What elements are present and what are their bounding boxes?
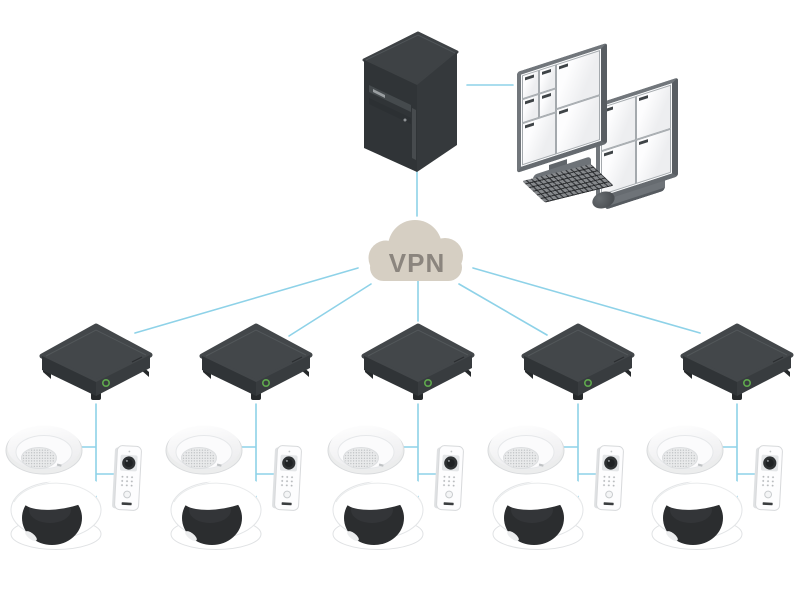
site-1-ceiling-speaker-icon xyxy=(5,425,83,475)
site-2-door-station-icon xyxy=(271,444,303,512)
server-drive-bay xyxy=(369,85,411,112)
site-4-dome-camera-icon xyxy=(492,472,587,550)
site-5-ceiling-speaker-icon xyxy=(646,425,724,475)
site-1-cluster xyxy=(5,425,143,550)
video-cell-label xyxy=(525,122,534,129)
video-cell-label xyxy=(639,139,648,146)
site-3-cluster xyxy=(327,425,465,550)
recorder-2-icon xyxy=(202,326,310,400)
video-cell-label xyxy=(541,69,551,75)
recorder-4-icon xyxy=(524,326,632,400)
edge-vpn-recorder-5 xyxy=(472,267,701,334)
video-cell-label xyxy=(558,108,568,115)
site-2-ceiling-speaker-icon xyxy=(165,425,243,475)
vpn-label: VPN xyxy=(389,248,445,278)
site-4-door-station-icon xyxy=(593,444,625,512)
edge-vpn-recorder-2 xyxy=(288,283,372,337)
site-4-ceiling-speaker-icon xyxy=(487,425,565,475)
server-power-button xyxy=(403,118,407,122)
video-cell-label xyxy=(541,92,551,99)
site-1-door-station-icon xyxy=(111,444,143,512)
video-cell xyxy=(522,112,556,166)
site-1-dome-camera-icon xyxy=(10,472,105,550)
cloud-icon xyxy=(368,220,463,281)
edge-vpn-recorder-1 xyxy=(134,267,359,334)
video-cell-label xyxy=(525,98,534,105)
vpn-cloud: VPN xyxy=(368,220,463,281)
video-cell-label xyxy=(639,95,648,102)
site-3-door-station-icon xyxy=(433,444,465,512)
site-3-dome-camera-icon xyxy=(332,472,427,550)
server-drive-bay xyxy=(369,98,411,124)
management-server-icon xyxy=(362,31,459,172)
recorder-1-icon xyxy=(42,326,150,400)
edge-vpn-recorder-4 xyxy=(458,283,548,336)
video-wall-grid xyxy=(522,50,600,166)
site-2-dome-camera-icon xyxy=(170,472,265,550)
site-3-ceiling-speaker-icon xyxy=(327,425,405,475)
site-5-dome-camera-icon xyxy=(651,472,746,550)
site-2-cluster xyxy=(165,425,303,550)
video-cell-label xyxy=(558,63,568,70)
site-4-cluster xyxy=(487,425,625,550)
site-5-door-station-icon xyxy=(752,444,784,512)
recorder-3-icon xyxy=(364,326,472,400)
site-5-cluster xyxy=(646,425,784,550)
video-wall-grid xyxy=(601,84,671,196)
recorder-5-icon xyxy=(683,326,791,400)
video-cell-label xyxy=(525,74,534,81)
video-cell-label xyxy=(604,150,613,157)
